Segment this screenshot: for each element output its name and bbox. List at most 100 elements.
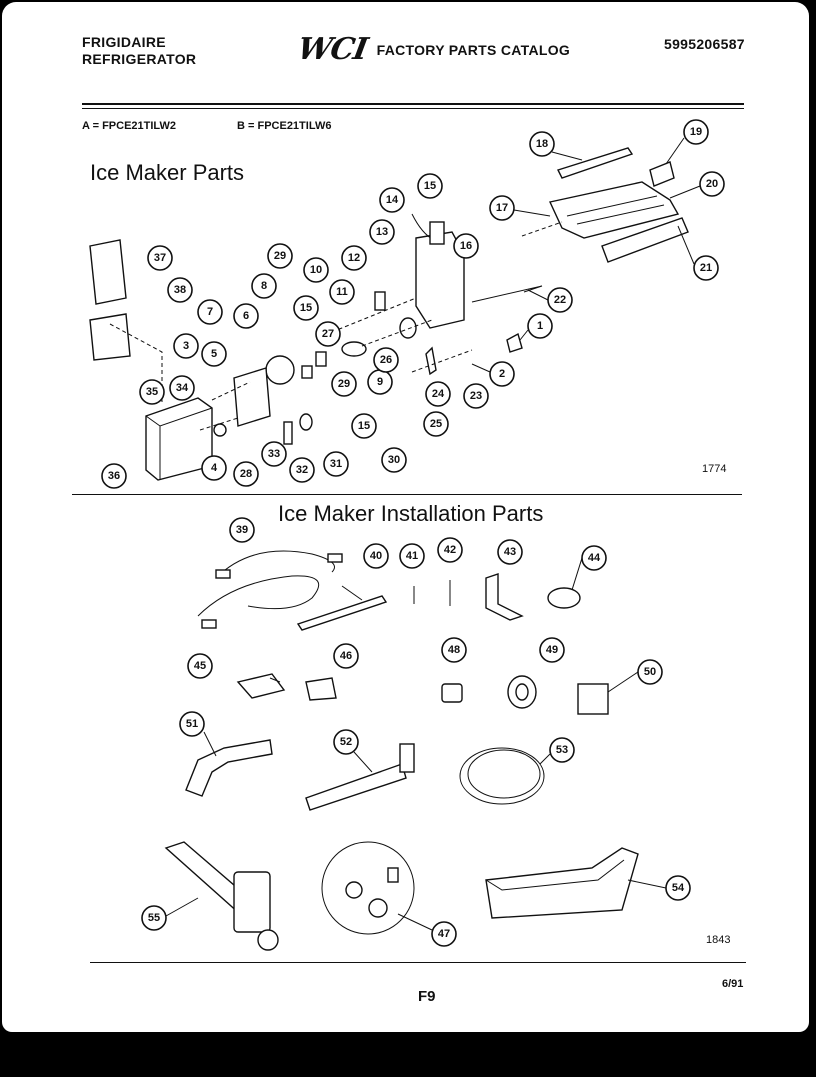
svg-text:34: 34 [176, 382, 189, 394]
model-b: B = FPCE21TILW6 [237, 120, 332, 132]
callout-4: 4 [201, 455, 227, 481]
svg-text:21: 21 [700, 262, 712, 274]
ice-mold-ribs [566, 195, 665, 225]
callout-27: 27 [315, 321, 341, 347]
callout-41: 41 [399, 543, 425, 569]
svg-text:48: 48 [448, 644, 460, 656]
svg-text:54: 54 [672, 882, 685, 894]
fill-tube-head [399, 743, 415, 773]
svg-text:51: 51 [186, 718, 198, 730]
callout-55: 55 [141, 905, 167, 931]
catalog-title: FACTORY PARTS CATALOG [376, 41, 571, 58]
model-a: A = FPCE21TILW2 [82, 120, 177, 132]
callout-31: 31 [323, 451, 349, 477]
svg-text:7: 7 [207, 306, 213, 318]
small-part-15b [315, 351, 327, 367]
callout-43: 43 [497, 539, 523, 565]
svg-text:40: 40 [370, 550, 382, 562]
installation-figure-code: 1843 [706, 934, 731, 946]
callout-3: 3 [173, 333, 199, 359]
kit-circle [321, 841, 415, 935]
svg-text:33: 33 [268, 448, 280, 460]
callout-52: 52 [333, 729, 359, 755]
svg-text:18: 18 [536, 138, 548, 150]
bracket-part-43 [485, 573, 524, 621]
small-part-8 [301, 365, 313, 379]
svg-text:22: 22 [554, 294, 566, 306]
svg-text:52: 52 [340, 736, 352, 748]
assembly-lines-center [331, 297, 473, 373]
svg-text:37: 37 [154, 252, 166, 264]
block-part-50 [577, 683, 609, 715]
ice-bucket-rim [485, 859, 625, 891]
kit-fitting-c [387, 867, 399, 883]
wire-harness-loop [197, 575, 320, 617]
callout-11: 11 [329, 279, 355, 305]
switch-part-15 [429, 221, 445, 245]
callout-50: 50 [637, 659, 663, 685]
brand-block: FRIGIDAIRE REFRIGERATOR [82, 34, 196, 68]
callout-leaders [165, 137, 701, 931]
installation-parts-view [164, 550, 639, 951]
valve-outlet-part [257, 929, 279, 951]
callout-48: 48 [441, 637, 467, 663]
svg-text:9: 9 [377, 376, 383, 388]
svg-text:25: 25 [430, 418, 442, 430]
svg-text:17: 17 [496, 202, 508, 214]
ring-part-15c [299, 413, 313, 431]
svg-text:12: 12 [348, 252, 360, 264]
svg-text:24: 24 [432, 388, 445, 400]
svg-text:5: 5 [211, 348, 217, 360]
svg-text:4: 4 [211, 462, 218, 474]
svg-text:41: 41 [406, 550, 418, 562]
callout-6: 6 [233, 303, 259, 329]
callout-33: 33 [261, 441, 287, 467]
ejector-part [557, 147, 634, 179]
callout-7: 7 [197, 299, 223, 325]
callout-53: 53 [549, 737, 575, 763]
callout-29a: 29 [267, 243, 293, 269]
svg-text:2: 2 [499, 368, 505, 380]
callout-42: 42 [437, 537, 463, 563]
svg-text:11: 11 [336, 286, 348, 298]
gear-part [399, 317, 417, 339]
assembly-line-shaft [521, 221, 563, 237]
svg-text:1: 1 [537, 320, 543, 332]
callout-24: 24 [425, 381, 451, 407]
svg-text:15: 15 [424, 180, 436, 192]
ice-maker-figure-code: 1774 [702, 463, 727, 475]
callout-38: 38 [167, 277, 193, 303]
svg-text:50: 50 [644, 666, 656, 678]
svg-text:28: 28 [240, 468, 252, 480]
callout-20: 20 [699, 171, 725, 197]
svg-text:39: 39 [236, 524, 248, 536]
svg-text:49: 49 [546, 644, 558, 656]
svg-text:53: 53 [556, 744, 568, 756]
strip-part [296, 595, 388, 631]
small-part-24 [425, 346, 437, 376]
section-divider [72, 494, 742, 495]
callout-34: 34 [169, 375, 195, 401]
callout-18: 18 [529, 131, 555, 157]
callout-15a: 15 [417, 173, 443, 199]
ice-maker-exploded-view [89, 147, 689, 481]
ice-bucket-part [485, 847, 639, 919]
installation-section-title: Ice Maker Installation Parts [278, 501, 544, 526]
callout-26: 26 [373, 347, 399, 373]
leader-45 [269, 677, 281, 683]
callout-32: 32 [289, 457, 315, 483]
callout-8: 8 [251, 273, 277, 299]
svg-text:46: 46 [340, 650, 352, 662]
leader-40 [341, 585, 363, 601]
clip-part-45 [236, 673, 286, 699]
callout-23: 23 [463, 383, 489, 409]
svg-text:27: 27 [322, 328, 334, 340]
svg-text:36: 36 [108, 470, 120, 482]
svg-text:15: 15 [300, 302, 312, 314]
parts-diagram: 1 2 3 4 5 6 7 8 9 10 11 12 13 14 15 15 1… [89, 119, 725, 951]
callout-1: 1 [527, 313, 553, 339]
svg-text:30: 30 [388, 454, 400, 466]
callout-36: 36 [101, 463, 127, 489]
callout-46: 46 [333, 643, 359, 669]
water-valve-part [233, 871, 271, 933]
